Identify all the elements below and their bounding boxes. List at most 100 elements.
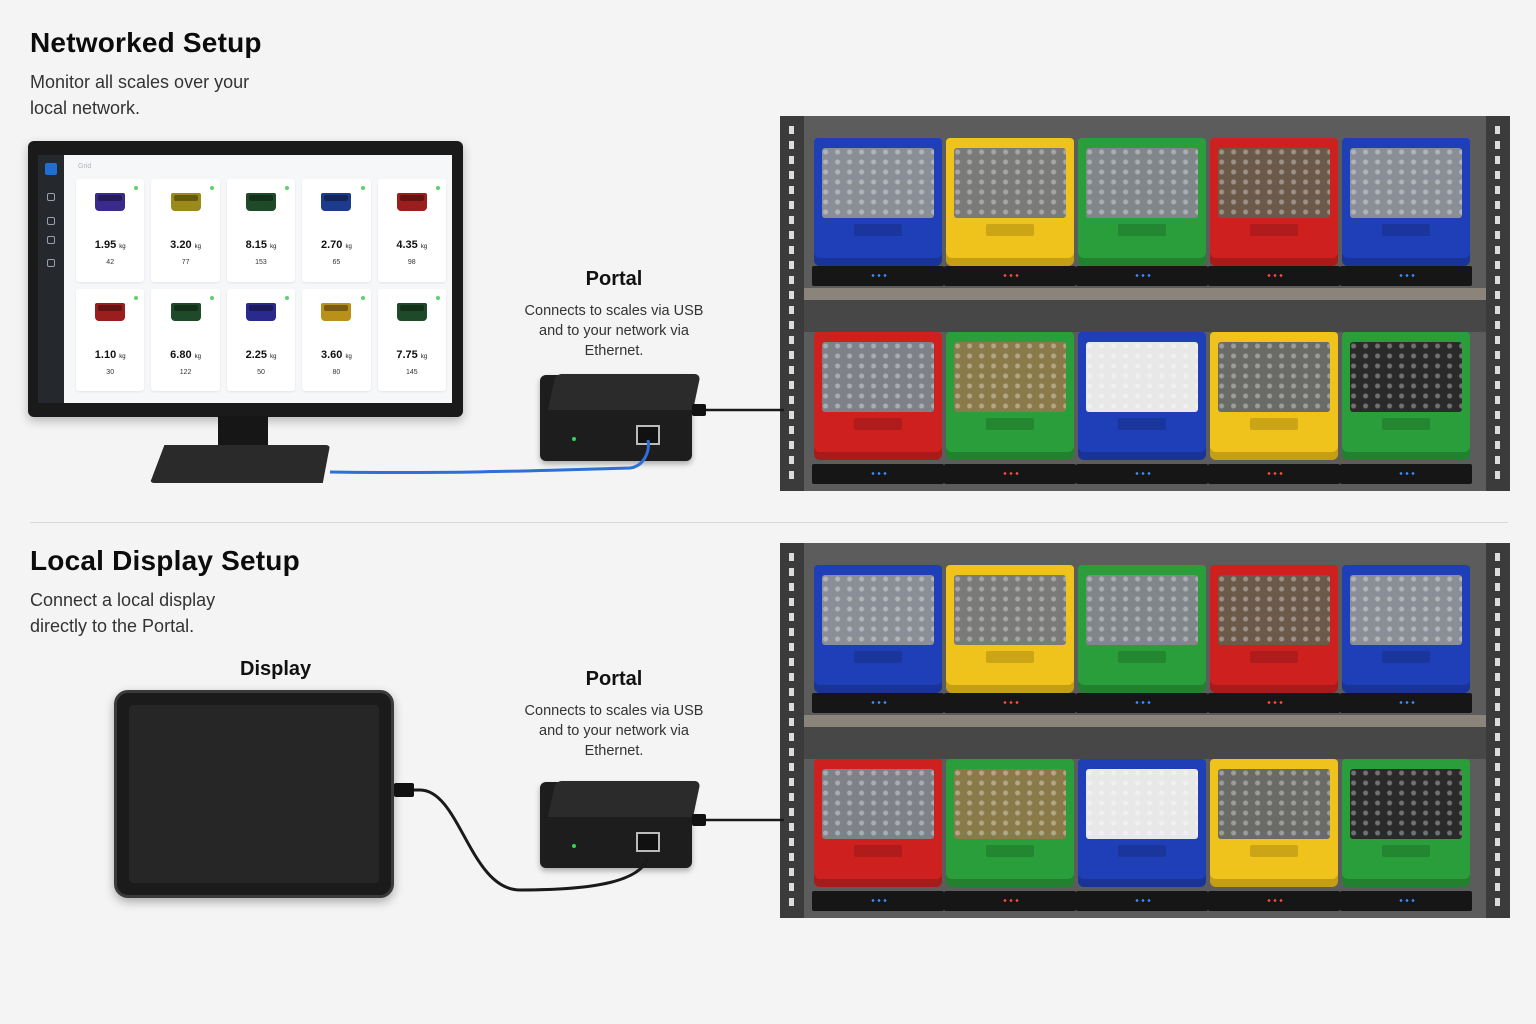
scale-base [1340, 693, 1472, 713]
bin-contents [954, 769, 1066, 839]
bin-contents [1350, 769, 1462, 839]
scale-card[interactable]: 6.80 kg 122 [151, 288, 220, 391]
weight-value: 6.80 kg [170, 348, 201, 361]
scale-status-leds [1398, 472, 1416, 475]
bin-bottom [814, 332, 942, 460]
bin-contents [822, 342, 934, 412]
ethernet-cable [329, 439, 650, 475]
tablet-screen [129, 705, 379, 883]
bin-label-slot [854, 845, 902, 857]
portal-device-local [540, 782, 692, 868]
scale-base [1340, 266, 1472, 286]
bin-top [946, 138, 1074, 266]
bin-thumbnail [321, 193, 352, 211]
bin-thumbnail [396, 193, 427, 211]
scale-status-leds [1002, 701, 1020, 704]
bin-thumbnail [245, 193, 276, 211]
scale-status-leds [1002, 899, 1020, 902]
bin-contents [954, 575, 1066, 645]
scale-base [812, 464, 944, 484]
scale-status-leds [870, 701, 888, 704]
section-divider [30, 522, 1508, 523]
item-count: 77 [181, 259, 190, 266]
bin-contents [822, 148, 934, 218]
monitor-stand-base [150, 445, 330, 483]
bin-label-slot [1250, 224, 1298, 236]
usb-connector-local [692, 814, 706, 826]
status-dot [285, 295, 290, 300]
shelf-deck [804, 715, 1486, 759]
weight-value: 7.75 kg [396, 348, 428, 361]
scale-base [1208, 693, 1340, 713]
scale-status-leds [870, 899, 888, 902]
bin-bottom [1342, 759, 1470, 887]
scale-base [944, 891, 1076, 911]
bin-top [1342, 565, 1470, 693]
nav-scales-icon[interactable] [47, 217, 55, 225]
bin-contents [822, 769, 934, 839]
bin-label-slot [1382, 224, 1430, 236]
scale-status-leds [1398, 274, 1416, 277]
item-count: 30 [106, 368, 115, 376]
scale-status-leds [1266, 472, 1284, 475]
nav-home-icon[interactable] [47, 193, 55, 201]
portal-device-networked [540, 375, 692, 461]
bin-label-slot [986, 845, 1034, 857]
scale-base [1076, 693, 1208, 713]
bin-thumbnail [95, 302, 126, 321]
bin-contents [1086, 342, 1198, 412]
display-cable [394, 788, 650, 892]
monitor-stand-neck [218, 416, 268, 448]
bin-bottom [1342, 332, 1470, 460]
scale-base [1076, 266, 1208, 286]
scale-base [1340, 464, 1472, 484]
weight-value: 1.95 kg [94, 239, 126, 251]
bin-contents [1086, 769, 1198, 839]
bin-top [1078, 138, 1206, 266]
bin-contents [1218, 575, 1330, 645]
scale-status-leds [1134, 899, 1152, 902]
shelf-post-left [780, 116, 804, 491]
scale-base [1076, 891, 1208, 911]
weight-value: 2.25 kg [245, 348, 277, 361]
bin-label-slot [986, 418, 1034, 430]
usb-connector-networked [692, 404, 706, 416]
bin-contents [822, 575, 934, 645]
bin-top [946, 565, 1074, 693]
shelf-unit-networked [780, 116, 1510, 491]
bin-label-slot [986, 651, 1034, 663]
bin-thumbnail [321, 302, 352, 321]
bin-bottom [814, 759, 942, 887]
bin-label-slot [986, 224, 1034, 236]
bin-thumbnail [245, 302, 276, 321]
scale-status-leds [1398, 701, 1416, 704]
scale-base [812, 891, 944, 911]
scale-base [1076, 464, 1208, 484]
bin-contents [1350, 342, 1462, 412]
nav-settings-icon[interactable] [47, 259, 55, 267]
item-count: 80 [332, 368, 341, 376]
status-dot [360, 186, 365, 190]
scale-base [944, 266, 1076, 286]
scale-base [1340, 891, 1472, 911]
scale-status-leds [1266, 274, 1284, 277]
bin-label-slot [854, 651, 902, 663]
item-count: 98 [407, 259, 416, 266]
scale-base [1208, 464, 1340, 484]
item-count: 122 [179, 368, 192, 376]
local-setup-description: Connect a local display directly to the … [30, 590, 216, 636]
nav-reports-icon[interactable] [47, 236, 55, 244]
bin-label-slot [1250, 418, 1298, 430]
status-dot [134, 295, 139, 300]
scale-base [812, 693, 944, 713]
